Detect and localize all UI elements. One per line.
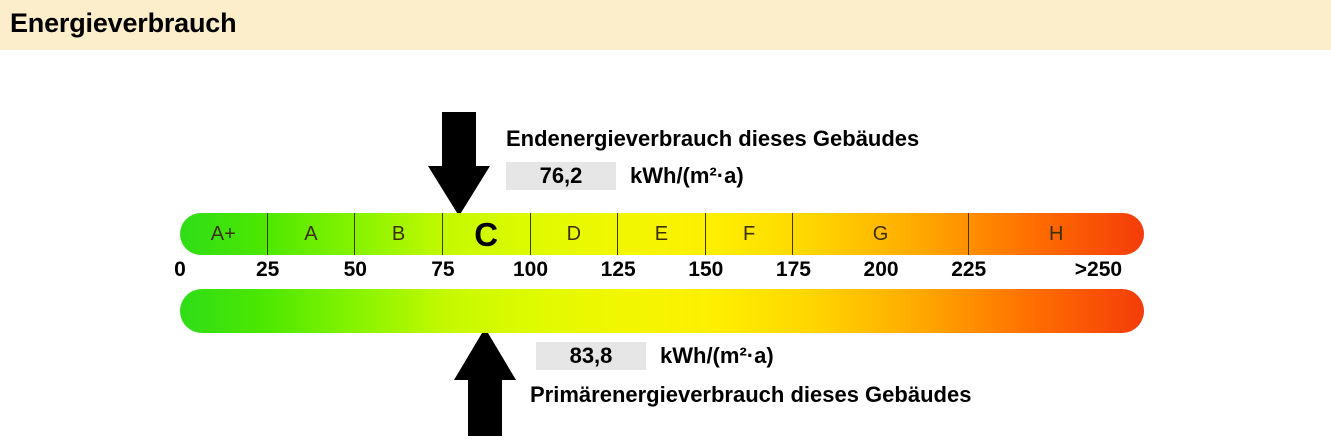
energy-class-segment-a: A xyxy=(268,213,356,255)
arrow-down-icon xyxy=(428,112,490,216)
final-energy-row: 76,2 kWh/(m²·a) xyxy=(506,162,919,190)
header-band: Energieverbrauch xyxy=(0,0,1331,50)
scale-tick-10: >250 xyxy=(1074,258,1123,281)
energy-class-label: A xyxy=(304,223,318,245)
primary-energy-caption: Primärenergieverbrauch dieses Gebäudes xyxy=(530,382,972,407)
scale-tick-6: 150 xyxy=(688,258,724,281)
energy-class-label: F xyxy=(742,223,756,245)
final-energy-readout: Endenergieverbrauch dieses Gebäudes 76,2… xyxy=(506,128,919,190)
energy-class-label: B xyxy=(391,223,406,245)
energy-class-segment-h: H xyxy=(969,213,1144,255)
scale-tick-0: 0 xyxy=(174,258,186,281)
scale-tick-1: 25 xyxy=(255,258,280,281)
page-title: Energieverbrauch xyxy=(10,8,237,38)
energy-class-label: G xyxy=(872,223,889,245)
primary-energy-unit: kWh/(m²·a) xyxy=(660,343,774,368)
energy-class-label: H xyxy=(1049,223,1064,245)
scale-tick-4: 100 xyxy=(513,258,549,281)
energy-class-label: C xyxy=(474,215,499,253)
energy-class-segment-aplus: A+ xyxy=(180,213,268,255)
energy-class-segment-d: D xyxy=(531,213,619,255)
energy-class-segment-c: C xyxy=(443,213,531,255)
primary-energy-value: 83,8 xyxy=(536,342,646,370)
final-energy-value: 76,2 xyxy=(506,162,616,190)
scale-tick-5: 125 xyxy=(600,258,636,281)
scale-tick-8: 200 xyxy=(863,258,899,281)
scale-tick-labels: 0 25 50 75 100 125 150 175 200 225 >250 xyxy=(0,258,1331,286)
energy-class-segment-e: E xyxy=(618,213,706,255)
scale-tick-7: 175 xyxy=(775,258,811,281)
energy-class-segment-b: B xyxy=(355,213,443,255)
energy-class-label: D xyxy=(566,223,582,245)
energy-class-segment-g: G xyxy=(793,213,969,255)
energy-class-scale: A+ A B C D E F G H xyxy=(180,213,1144,255)
scale-tick-2: 50 xyxy=(343,258,367,281)
energy-label-chart: A+ A B C D E F G H 0 25 50 75 100 125 150 175 200 225 >250… xyxy=(0,50,1331,436)
energy-class-label: A+ xyxy=(210,223,236,245)
scale-tick-9: 225 xyxy=(951,258,987,281)
arrow-up-icon xyxy=(454,328,516,436)
primary-energy-row: 83,8 kWh/(m²·a) xyxy=(536,342,971,370)
energy-class-label: E xyxy=(654,223,669,245)
energy-gradient-bar xyxy=(180,289,1144,333)
energy-class-segment-f: F xyxy=(706,213,794,255)
final-energy-unit: kWh/(m²·a) xyxy=(630,163,744,188)
primary-energy-readout: 83,8 kWh/(m²·a) Primärenergieverbrauch d… xyxy=(530,342,971,406)
scale-tick-3: 75 xyxy=(431,258,455,281)
final-energy-caption: Endenergieverbrauch dieses Gebäudes xyxy=(506,126,920,151)
